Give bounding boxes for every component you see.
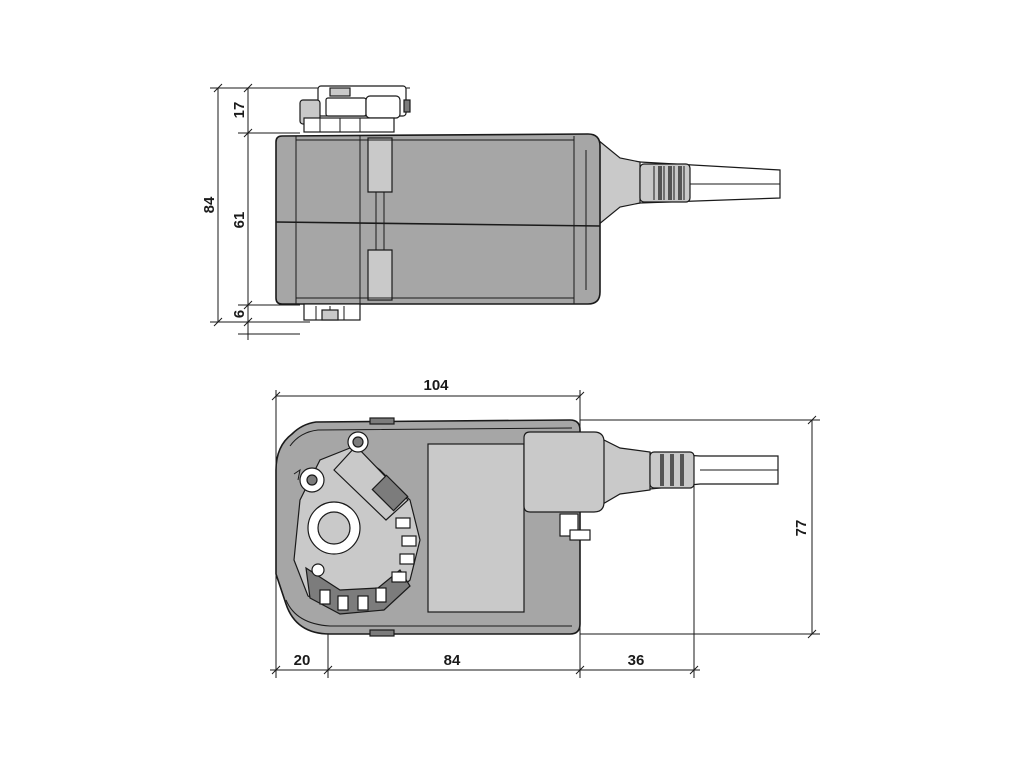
dim-spindle-offset: 20 xyxy=(294,652,311,669)
spindle xyxy=(317,511,351,545)
side-spindle-bottom xyxy=(303,303,361,321)
dim-spindle-to-end: 84 xyxy=(444,652,461,669)
side-view: 84 17 61 6 xyxy=(201,83,781,340)
top-connector-block xyxy=(523,431,605,541)
dim-depth: 77 xyxy=(793,520,810,537)
dim-base-height: 6 xyxy=(231,310,248,318)
dim-body-height: 61 xyxy=(231,212,248,229)
gear-teeth xyxy=(319,517,417,611)
side-housing xyxy=(275,133,601,305)
dim-total-width: 104 xyxy=(423,377,449,394)
dim-clamp-height: 17 xyxy=(231,102,248,119)
side-cable xyxy=(597,138,781,227)
dim-total-height: 84 xyxy=(201,196,218,213)
top-cable xyxy=(595,435,779,510)
top-gear-assembly xyxy=(293,431,421,615)
dim-cable-exit: 36 xyxy=(628,652,645,669)
side-clamp xyxy=(299,85,411,133)
top-view: 104 20 84 36 77 xyxy=(270,377,820,678)
